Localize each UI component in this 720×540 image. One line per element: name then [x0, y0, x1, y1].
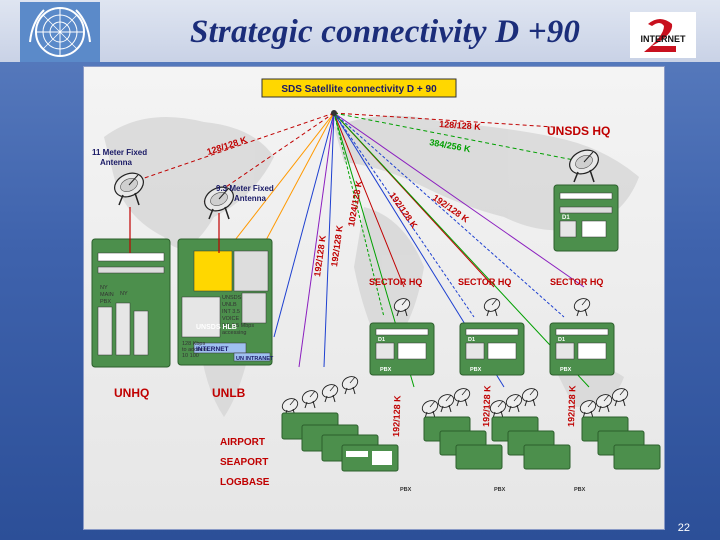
page-number: 22: [677, 522, 690, 534]
unsds-hq-site: D1: [553, 184, 619, 252]
sector-hq-1-d1: D1: [378, 337, 385, 343]
diagram-heading-box: [261, 78, 457, 98]
unlb-service-7: 128 Kbps: [182, 341, 205, 347]
slide-header: Strategic connectivity D +90 INTERNET: [0, 0, 720, 62]
sector-hq-2-label: SECTOR HQ: [458, 277, 511, 287]
unhq-site: NY MAIN PBX NY: [91, 238, 171, 368]
sector-hq-1: SECTOR HQ D1 PBX: [369, 277, 435, 376]
remote-cluster-sector-b: [419, 385, 503, 470]
internet2-logo-text: INTERNET: [641, 34, 687, 44]
unlb-label: UNLB: [212, 386, 246, 400]
antenna-11m-label-2: Antenna: [100, 158, 133, 167]
internet2-logo: INTERNET: [630, 12, 696, 58]
unhq-equipment-2: MAIN: [100, 292, 114, 298]
remote-pbx-3: PBX: [574, 487, 586, 493]
sector-hq-1-pbx: PBX: [380, 367, 392, 373]
seaport-label: SEAPORT: [220, 457, 268, 468]
network-diagram: SDS Satellite connectivity D + 90 128/12…: [84, 67, 664, 529]
unlb-service-2: UNLB: [222, 302, 237, 308]
airport-label: AIRPORT: [220, 437, 265, 448]
unlb-service-5: 3.5-3.5 Mbps: [222, 323, 254, 329]
remote-pbx-2: PBX: [494, 487, 506, 493]
unsds-hq-d1: D1: [562, 215, 570, 221]
sector-hq-1-label: SECTOR HQ: [369, 277, 422, 287]
unlb-service-8: to address: [182, 347, 208, 353]
sector-hq-3-d1: D1: [558, 337, 565, 343]
unlb-service-3: INT 3.5: [222, 309, 240, 315]
remote-pbx-1: PBX: [400, 487, 412, 493]
unsds-hq-label: UNSDS HQ: [547, 124, 610, 138]
link-label-sector-b: 192/128 K: [481, 385, 492, 427]
antenna-9m-label-1: 9.3 Meter Fixed: [216, 184, 274, 193]
internet-label: INTERNET: [196, 346, 229, 353]
antenna-11m-label-1: 11 Meter Fixed: [92, 148, 147, 157]
satellite-links: [123, 112, 590, 388]
sector-hq-2-pbx: PBX: [470, 367, 482, 373]
remote-cluster-unlb: [279, 373, 399, 472]
unlb-site: UNSDS UNLB INT 3.5 VOICE 3.5-3.5 Mbps ac…: [177, 238, 274, 366]
sector-hq-3-label: SECTOR HQ: [550, 277, 603, 287]
remote-cluster-sector-c: [577, 385, 661, 470]
sector-hq-2: SECTOR HQ D1 PBX: [458, 277, 525, 376]
unlb-service-1: UNSDS: [222, 295, 242, 301]
logbase-label: LOGBASE: [220, 477, 270, 488]
unlb-service-9: 10 100: [182, 353, 199, 359]
sector-hq-3-pbx: PBX: [560, 367, 572, 373]
sector-hq-2-d1: D1: [468, 337, 475, 343]
diagram-panel: SDS Satellite connectivity D + 90 128/12…: [83, 66, 665, 530]
sector-hq-3: SECTOR HQ D1 PBX: [549, 277, 615, 376]
un-intranet-label: UN INTRANET: [236, 356, 274, 362]
link-label-airport: 192/128 K: [391, 395, 402, 437]
unlb-service-4: VOICE: [222, 316, 239, 322]
satellite-icon: [331, 110, 337, 116]
antenna-9m-label-2: Antenna: [234, 194, 267, 203]
unlb-service-6: accessing: [222, 330, 246, 336]
unhq-equipment-1: NY: [100, 285, 108, 291]
link-label-unsds-hq-a: 128/128 K: [439, 119, 482, 132]
unhq-label: UNHQ: [114, 386, 149, 400]
unhq-equipment-3: PBX: [100, 299, 111, 305]
un-emblem-logo: [20, 2, 100, 62]
diagram-heading: SDS Satellite connectivity D + 90: [281, 84, 437, 95]
remote-cluster-sector-a: [487, 385, 571, 470]
unhq-equipment-4: NY: [120, 291, 128, 297]
slide-title: Strategic connectivity D +90: [190, 14, 581, 50]
unsds-hlb-label: UNSDS HLB: [196, 324, 237, 331]
link-label-sector-c: 192/128 K: [566, 385, 577, 427]
